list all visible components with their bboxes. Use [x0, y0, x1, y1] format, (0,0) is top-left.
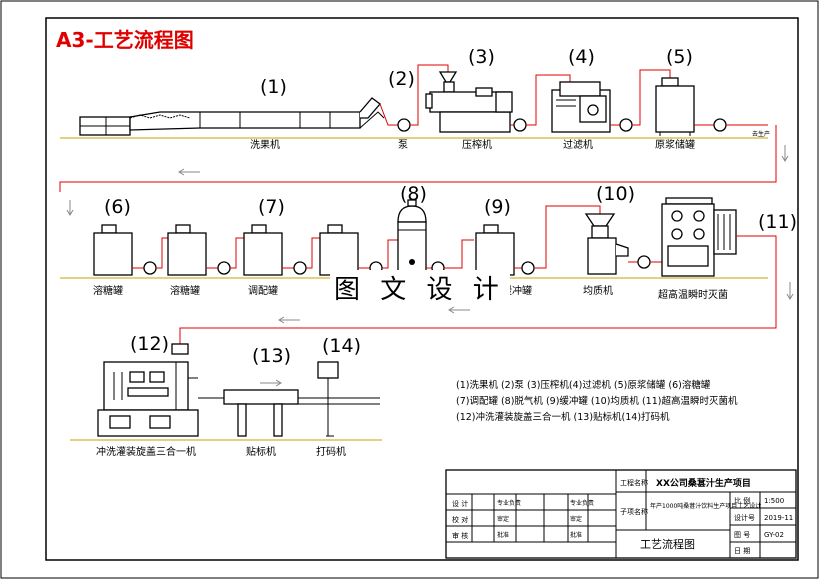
equip-label-2: 泵: [398, 139, 408, 151]
equip-label-7: 调配罐: [248, 284, 278, 297]
equip-num-7: (7): [258, 196, 285, 218]
equip-num-5: (5): [666, 46, 693, 68]
row-label-approve: 审定: [497, 515, 509, 523]
pipe-row2-row3: [179, 235, 777, 346]
equip-label-11: 超高温瞬时灭菌: [658, 288, 728, 301]
pump-icon: [217, 261, 231, 275]
equip-label-4: 过滤机: [563, 138, 593, 151]
press-machine: [425, 71, 513, 133]
equip-label-3: 压榨机: [462, 138, 492, 151]
drawing-no-label: 图 号: [734, 531, 750, 539]
drawing-no-value: GY-02: [764, 531, 784, 539]
equip-label-6: 溶糖罐: [93, 284, 123, 297]
page-title: A3-工艺流程图: [56, 28, 194, 52]
equip-label-1: 洗果机: [250, 138, 280, 151]
inner-border: [45, 17, 799, 561]
scale-value: 1:500: [764, 497, 784, 505]
design-no-value: 2019-11: [764, 514, 793, 522]
filter-machine: [551, 81, 611, 133]
pump-icon: [397, 118, 411, 132]
row-label-design: 设 计: [452, 499, 468, 508]
pump-icon: [293, 261, 307, 275]
equip-label-13: 贴标机: [246, 445, 276, 458]
row-label-review: 审 核: [452, 531, 468, 540]
row-label-approve-2: 审定: [570, 515, 582, 523]
equip-num-2: (2): [388, 68, 415, 90]
scale-label: 比 例: [734, 496, 750, 505]
item-name: 年产1000吨桑葚汁饮料生产项目工艺设计: [650, 502, 761, 510]
legend-line-1: (1)洗果机 (2)泵 (3)压榨机(4)过滤机 (5)原浆储罐 (6)溶糖罐: [456, 379, 711, 391]
project-name: XX公司桑葚汁生产项目: [656, 477, 751, 489]
homogenizer-machine: [584, 213, 629, 275]
equip-num-1: (1): [260, 76, 287, 98]
pump-icon: [713, 118, 727, 132]
row-label-check: 校 对: [452, 515, 468, 524]
side-note: 去生产: [752, 130, 770, 138]
filling-capping-machine: [97, 343, 199, 437]
deaerator-machine: [397, 199, 427, 275]
pump-icon: [143, 261, 157, 275]
equipment-legend: (1)洗果机 (2)泵 (3)压榨机(4)过滤机 (5)原浆储罐 (6)溶糖罐 …: [456, 379, 738, 423]
labeling-machine: [223, 379, 299, 437]
date-label: 日 期: [734, 547, 750, 555]
item-label: 子项名称: [620, 507, 648, 516]
equip-num-14: (14): [322, 335, 361, 357]
equip-num-4: (4): [568, 46, 595, 68]
equip-num-13: (13): [252, 345, 291, 367]
legend-line-2: (7)调配罐 (8)脱气机 (9)缓冲罐 (10)均质机 (11)超高温瞬时灭菌…: [456, 395, 738, 407]
equip-label-5: 原浆储罐: [655, 138, 695, 151]
equip-label-6b: 溶糖罐: [170, 284, 200, 297]
equip-num-11: (11): [758, 211, 797, 233]
equip-label-10: 均质机: [583, 284, 613, 297]
row-label-authorize-2: 批准: [570, 531, 582, 539]
legend-line-3: (12)冲洗灌装旋盖三合一机 (13)贴标机(14)打码机: [456, 411, 670, 423]
buffer-tank: [475, 224, 515, 276]
equip-num-3: (3): [468, 46, 495, 68]
pipe-row1-row2: [59, 125, 777, 192]
blending-tank: [243, 224, 283, 276]
row-label-lead: 专业负责: [497, 499, 521, 507]
row-label-lead-2: 专业负责: [570, 499, 594, 507]
equip-num-8: (8): [400, 183, 427, 205]
pump-icon: [521, 261, 535, 275]
intermediate-tank: [319, 224, 359, 276]
coding-machine: [317, 361, 339, 437]
pump-icon: [619, 118, 633, 132]
equip-num-12: (12): [130, 333, 169, 355]
equip-num-10: (10): [596, 183, 635, 205]
sugar-dissolving-tank: [93, 224, 133, 276]
drawing-name: 工艺流程图: [640, 537, 695, 551]
pump-icon: [513, 118, 527, 132]
title-block: 工程名称 XX公司桑葚汁生产项目 子项名称 年产1000吨桑葚汁饮料生产项目工艺…: [445, 469, 797, 559]
pump-icon: [637, 255, 651, 269]
row-label-authorize: 批准: [497, 531, 509, 539]
equip-label-14: 打码机: [316, 445, 346, 458]
juice-storage-tank: [655, 77, 695, 136]
design-no-label: 设计号: [734, 513, 755, 522]
equip-label-12: 冲洗灌装旋盖三合一机: [96, 445, 196, 458]
watermark: 图 文 设 计: [334, 275, 505, 305]
washer-machine: [79, 97, 385, 136]
uht-sterilizer-machine: [661, 197, 737, 277]
equip-num-9: (9): [484, 196, 511, 218]
sugar-dissolving-tank-2: [167, 224, 207, 276]
watermark-background: [330, 270, 510, 308]
equip-num-6: (6): [104, 196, 131, 218]
project-label: 工程名称: [620, 478, 648, 487]
